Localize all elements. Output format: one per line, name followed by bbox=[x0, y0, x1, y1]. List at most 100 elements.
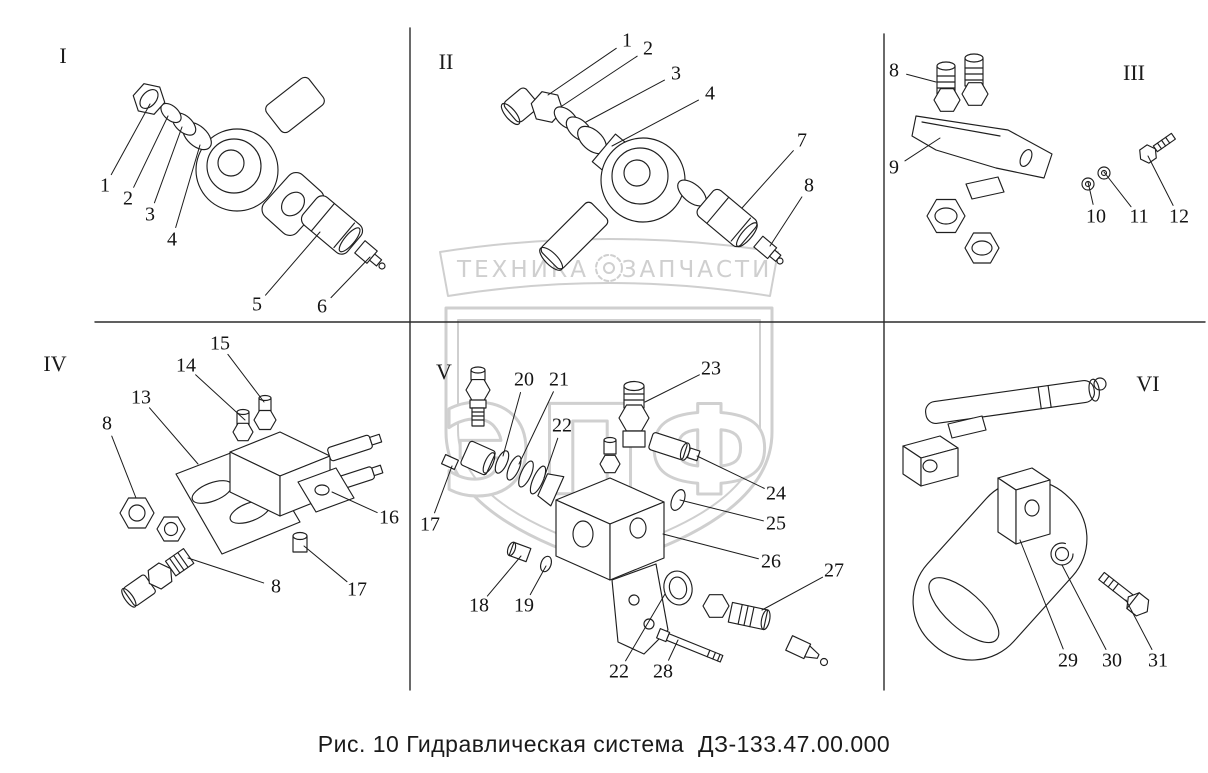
side-block bbox=[297, 467, 355, 513]
bracket-plate bbox=[911, 115, 1053, 179]
callout-number-iv-17: 17 bbox=[347, 578, 367, 601]
callout-number-ii-8: 8 bbox=[804, 174, 814, 197]
callout-number-v-26: 26 bbox=[761, 550, 781, 573]
callout-number-v-18: 18 bbox=[469, 594, 489, 617]
callout-number-ii-7: 7 bbox=[797, 129, 807, 152]
upper-pipe bbox=[925, 378, 1100, 425]
hex-nut bbox=[702, 594, 730, 618]
callout-number-v-24: 24 bbox=[766, 482, 786, 505]
nozzle-ball bbox=[819, 657, 829, 667]
callout-number-iv-8: 8 bbox=[102, 412, 112, 435]
callout-number-i-2: 2 bbox=[123, 187, 133, 210]
callout-number-iii-8: 8 bbox=[889, 59, 899, 82]
pipe-tab bbox=[947, 415, 987, 439]
callout-number-iv-15: 15 bbox=[210, 332, 230, 355]
callout-number-i-4: 4 bbox=[167, 228, 177, 251]
callout-number-v-23: 23 bbox=[701, 357, 721, 380]
small-ring bbox=[539, 555, 553, 573]
swivel-body bbox=[600, 137, 686, 223]
seal-ring bbox=[663, 570, 693, 606]
callout-number-v-17: 17 bbox=[420, 513, 440, 536]
callout-number-v-19: 19 bbox=[514, 594, 534, 617]
swivel-body bbox=[195, 128, 279, 212]
washer-stack bbox=[160, 102, 212, 151]
callout-number-vi-29: 29 bbox=[1058, 649, 1078, 672]
callout-number-v-27: 27 bbox=[824, 559, 844, 582]
tee-fitting bbox=[618, 380, 650, 448]
tip-nipple bbox=[354, 240, 383, 267]
clamp-block bbox=[997, 467, 1051, 545]
callout-leader-lines bbox=[110, 47, 1174, 662]
panel-label-i: I bbox=[59, 43, 67, 68]
callout-number-iii-10: 10 bbox=[1086, 205, 1106, 228]
valve-block bbox=[555, 477, 665, 581]
callout-number-ii-4: 4 bbox=[705, 82, 715, 105]
callout-number-vi-31: 31 bbox=[1148, 649, 1168, 672]
callout-number-i-1: 1 bbox=[100, 174, 110, 197]
bolt bbox=[1139, 132, 1176, 164]
callout-number-iii-11: 11 bbox=[1129, 205, 1149, 228]
callout-number-v-22: 22 bbox=[552, 414, 572, 437]
panel-iv-drawing bbox=[119, 394, 384, 608]
bolt bbox=[656, 628, 724, 663]
angled-leg bbox=[539, 201, 609, 271]
elbow-fitting bbox=[460, 440, 496, 476]
top-boss bbox=[253, 394, 277, 431]
callout-number-iii-9: 9 bbox=[889, 156, 899, 179]
hex-nut bbox=[964, 232, 1000, 264]
panel-ii-drawing bbox=[500, 87, 784, 271]
tip-ball bbox=[378, 262, 386, 270]
washer-stack bbox=[494, 450, 547, 495]
panel-label-v: V bbox=[436, 359, 452, 384]
tip-fitting bbox=[440, 454, 460, 470]
flange-plate bbox=[261, 172, 325, 236]
hex-nut bbox=[926, 198, 966, 234]
callout-number-ii-2: 2 bbox=[643, 37, 653, 60]
nozzle bbox=[785, 635, 820, 660]
tee-branch bbox=[648, 432, 701, 462]
pipe-end-loop bbox=[1093, 377, 1107, 391]
washer bbox=[670, 489, 686, 511]
callout-number-i-5: 5 bbox=[252, 293, 262, 316]
callout-number-iii-12: 12 bbox=[1169, 205, 1189, 228]
callout-number-ii-3: 3 bbox=[671, 62, 681, 85]
panel-dividers bbox=[94, 27, 1206, 691]
union-fitting bbox=[121, 547, 195, 608]
panel-vi-drawing bbox=[902, 377, 1150, 661]
callout-number-i-3: 3 bbox=[145, 203, 155, 226]
top-boss bbox=[232, 408, 254, 442]
hex-nut bbox=[119, 497, 155, 529]
threaded-union bbox=[727, 601, 771, 631]
panel-iii-drawing bbox=[911, 53, 1176, 264]
callout-number-v-20: 20 bbox=[514, 368, 534, 391]
callout-number-i-6: 6 bbox=[317, 295, 327, 318]
hex-nut bbox=[156, 516, 186, 542]
callout-number-v-25: 25 bbox=[766, 512, 786, 535]
hex-nut bbox=[132, 83, 166, 115]
top-stud bbox=[599, 436, 621, 474]
callout-number-v-28: 28 bbox=[653, 660, 673, 683]
bracket-block bbox=[902, 435, 959, 487]
figure-caption: Рис. 10 Гидравлическая система ДЗ-133.47… bbox=[317, 731, 891, 757]
callout-number-iv-14: 14 bbox=[176, 354, 196, 377]
callout-number-v-21: 21 bbox=[549, 368, 569, 391]
breather-valve bbox=[465, 366, 491, 427]
mounting-bracket bbox=[611, 563, 669, 655]
callout-number-iv-16: 16 bbox=[379, 506, 399, 529]
panel-i-drawing bbox=[132, 76, 386, 270]
panel-label-ii: II bbox=[438, 49, 454, 74]
tip-ball bbox=[776, 257, 784, 265]
body-stub-cylinder bbox=[265, 76, 325, 134]
panel-label-iii: III bbox=[1123, 60, 1145, 85]
panel-v-drawing bbox=[440, 366, 829, 667]
valve-cylinder bbox=[696, 188, 758, 248]
gear-icon bbox=[595, 254, 623, 282]
bolt bbox=[1098, 571, 1150, 617]
panel-label-iv: IV bbox=[43, 351, 67, 376]
plug bbox=[506, 541, 532, 563]
watermark-banner-right: ЗАПЧАСТИ bbox=[622, 257, 773, 283]
cap-cylinder bbox=[500, 87, 539, 126]
valve-cylinder bbox=[300, 195, 364, 255]
